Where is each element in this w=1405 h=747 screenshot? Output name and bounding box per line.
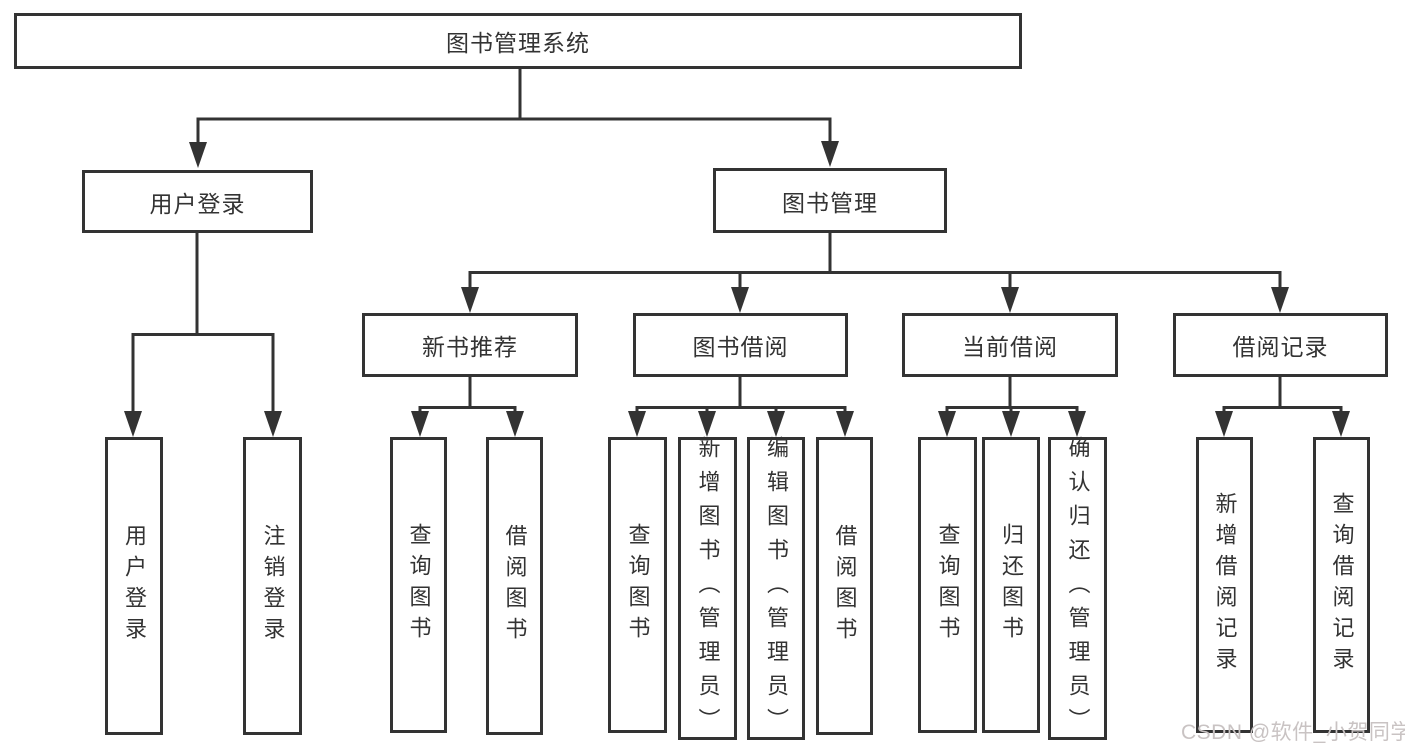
leaf-add-book-admin: 新增图书（管理员） (678, 435, 737, 742)
leaf-user-login: 用户登录 (105, 437, 163, 735)
node-label: 借阅记录 (1232, 334, 1329, 360)
node-label: 查询图书 (406, 523, 432, 647)
edge-book-management-children (468, 233, 1282, 295)
arrowhead-icon (1271, 287, 1289, 313)
node-label: 用户登录 (122, 524, 147, 648)
arrowhead-icon (411, 411, 429, 437)
arrowhead-icon (1215, 411, 1233, 437)
node-book-management: 图书管理 (713, 168, 947, 233)
node-label: 借阅图书 (832, 524, 858, 648)
node-label: 图书借阅 (692, 334, 789, 360)
leaf-edit-book-admin: 编辑图书（管理员） (747, 435, 805, 742)
arrowhead-icon (938, 411, 956, 437)
node-label: 借阅图书 (502, 524, 528, 648)
node-label: 查询图书 (625, 523, 651, 647)
leaf-query-books-recommend: 查询图书 (390, 437, 447, 733)
edge-root-to-level2 (196, 69, 832, 150)
node-label: 新增借阅记录 (1212, 492, 1238, 678)
node-label: 新增图书（管理员） (695, 435, 721, 742)
leaf-borrow-books-recommend: 借阅图书 (486, 437, 543, 735)
node-new-book-recommend: 新书推荐 (362, 313, 578, 377)
arrowhead-icon (189, 142, 207, 168)
leaf-query-books-borrow: 查询图书 (608, 437, 667, 733)
arrowhead-icon (836, 411, 854, 437)
edge-new-book-children (418, 377, 517, 418)
arrowhead-icon (1068, 411, 1086, 437)
leaf-query-books-current: 查询图书 (918, 437, 977, 733)
edge-user-login-children (131, 233, 275, 418)
node-label: 归还图书 (999, 523, 1024, 647)
arrowhead-icon (767, 411, 785, 437)
leaf-add-borrow-record: 新增借阅记录 (1196, 437, 1253, 733)
node-label: 图书管理系统 (446, 30, 590, 56)
leaf-return-books: 归还图书 (982, 437, 1040, 733)
leaf-query-borrow-record: 查询借阅记录 (1313, 437, 1370, 733)
node-label: 用户登录 (149, 190, 246, 217)
node-current-borrowing: 当前借阅 (902, 313, 1118, 377)
arrowhead-icon (698, 411, 716, 437)
node-label: 新书推荐 (422, 334, 518, 360)
edge-book-borrow-children (635, 377, 847, 418)
arrowhead-icon (1001, 287, 1019, 313)
node-borrowing-records: 借阅记录 (1173, 313, 1388, 377)
node-label: 查询借阅记录 (1329, 492, 1355, 678)
arrowhead-icon (628, 411, 646, 437)
node-label: 图书管理 (782, 189, 878, 216)
arrowhead-icon (731, 287, 749, 313)
leaf-borrow-books: 借阅图书 (816, 437, 873, 735)
node-label: 编辑图书（管理员） (764, 435, 789, 742)
arrowhead-icon (821, 141, 839, 167)
leaf-logout: 注销登录 (243, 437, 302, 735)
node-label: 当前借阅 (962, 334, 1058, 360)
node-library-management-system: 图书管理系统 (14, 13, 1022, 69)
arrowhead-icon (124, 411, 142, 437)
node-label: 查询图书 (935, 523, 961, 647)
leaf-confirm-return-admin: 确认归还（管理员） (1048, 435, 1107, 742)
node-label: 注销登录 (260, 524, 286, 648)
arrowhead-icon (506, 411, 524, 437)
node-book-borrowing: 图书借阅 (633, 313, 848, 377)
arrowhead-icon (461, 287, 479, 313)
node-label: 确认归还（管理员） (1065, 435, 1091, 742)
arrowhead-icon (1332, 411, 1350, 437)
edge-borrow-record-children (1222, 377, 1343, 418)
node-user-login: 用户登录 (82, 170, 313, 233)
watermark: CSDN @软件_小贺同学 (1181, 721, 1405, 744)
arrowhead-icon (1002, 411, 1020, 437)
arrowhead-icon (264, 411, 282, 437)
